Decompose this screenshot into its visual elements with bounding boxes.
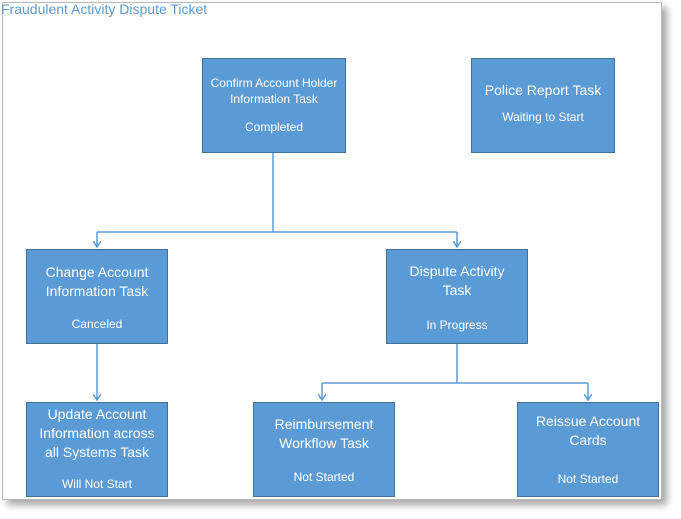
task-reissue-account-cards: Reissue Account Cards Not Started [517, 402, 659, 497]
task-name-line: all Systems Task [45, 444, 149, 460]
task-name-line: Police Report Task [484, 82, 602, 98]
task-status: Completed [244, 120, 304, 134]
task-update-account-info: Update Account Information across all Sy… [26, 402, 168, 497]
task-name-line: Information Task [45, 283, 149, 299]
task-name-line: Update Account [47, 406, 147, 422]
task-status: Canceled [71, 317, 123, 331]
task-status: Not Started [293, 470, 355, 484]
diagram-title: Fraudulent Activity Dispute Ticket [1, 1, 208, 17]
task-name-line: Dispute Activity [409, 263, 505, 279]
task-confirm-account-holder: Confirm Account Holder Information Task … [202, 58, 346, 153]
task-dispute-activity: Dispute Activity Task In Progress [386, 249, 528, 344]
task-name-line: Reissue Account [535, 413, 641, 429]
task-status: Will Not Start [61, 477, 132, 491]
task-status: Waiting to Start [502, 110, 584, 124]
task-status: In Progress [426, 318, 488, 332]
task-status: Not Started [557, 472, 619, 486]
task-change-account-info: Change Account Information Task Canceled [26, 249, 168, 344]
task-name-line: Cards [569, 432, 607, 448]
task-name-line: Reimbursement [274, 416, 374, 432]
task-name-line: Workflow Task [279, 435, 369, 451]
task-name-line: Information Task [230, 92, 318, 106]
task-name-line: Task [442, 282, 472, 298]
task-name-line: Information across [39, 425, 155, 441]
task-name-line: Confirm Account Holder [210, 76, 338, 90]
task-police-report: Police Report Task Waiting to Start [471, 58, 615, 153]
task-reimbursement-workflow: Reimbursement Workflow Task Not Started [253, 402, 395, 497]
task-name-line: Change Account [45, 264, 149, 280]
